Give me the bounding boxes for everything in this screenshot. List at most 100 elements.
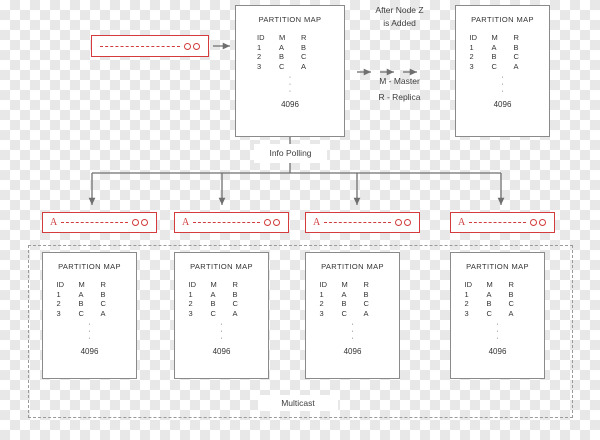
partition-map-col-master: M A B C [279, 33, 301, 71]
partition-map-table: ID 1 2 3 M A B C R B C A [456, 33, 549, 71]
partition-map-ellipsis: ··· [501, 72, 504, 95]
cell: C [363, 299, 369, 308]
cell: B [279, 52, 285, 61]
node-dash-line [193, 222, 260, 223]
cell: 3 [257, 61, 262, 71]
cell: C [491, 61, 497, 71]
col-header: R [232, 280, 238, 289]
cell: A [78, 289, 84, 299]
col-header: ID [464, 280, 473, 289]
multicast-label-bg [258, 395, 338, 411]
cell: 3 [319, 308, 324, 318]
col-header: M [210, 280, 217, 289]
node-dots-icon [132, 219, 148, 226]
col-header: M [491, 33, 498, 42]
col-header: R [508, 280, 514, 289]
info-polling-label: Info Polling [269, 148, 312, 158]
cell: C [508, 299, 514, 308]
cell: 2 [464, 299, 469, 308]
cell: C [301, 52, 307, 61]
cell: A [232, 308, 238, 318]
partition-map-table: ID 1 2 3 M A B C R B C A [236, 33, 344, 71]
partition-map-col-id: ID 1 2 3 [57, 280, 79, 318]
partition-map-title: PARTITION MAP [471, 15, 534, 24]
cell: B [78, 299, 84, 308]
cell: C [341, 308, 347, 318]
partition-map-ellipsis: ··· [88, 319, 91, 342]
partition-map-title: PARTITION MAP [321, 262, 384, 271]
cell: A [491, 42, 497, 52]
node-label: A [182, 217, 190, 228]
partition-map-col-replica: R B C A [514, 33, 536, 71]
cell: B [486, 299, 492, 308]
cell: A [508, 308, 514, 318]
col-header: R [363, 280, 369, 289]
node-dots-icon [530, 219, 546, 226]
cell: A [100, 308, 106, 318]
cell: A [341, 289, 347, 299]
node-label: A [313, 217, 321, 228]
partition-map-col-replica: R B C A [364, 280, 386, 318]
partition-map-title: PARTITION MAP [258, 15, 322, 24]
col-header: M [279, 33, 286, 42]
partition-map-col-master: M A B C [342, 280, 364, 318]
partition-map-col-id: ID 1 2 3 [257, 33, 279, 71]
bottom-node-bar-2: A [174, 212, 289, 233]
cell: C [232, 299, 238, 308]
partition-map-col-replica: R B C A [233, 280, 255, 318]
partition-map-col-master: M A B C [487, 280, 509, 318]
cell: B [491, 52, 497, 61]
partition-map-title: PARTITION MAP [466, 262, 529, 271]
partition-map-col-id: ID 1 2 3 [470, 33, 492, 71]
cell: C [486, 308, 492, 318]
partition-map-ellipsis: ··· [351, 319, 354, 342]
after-node-label-line2: is Added [383, 18, 416, 28]
cell: 2 [319, 299, 324, 308]
partition-map-last-row: 4096 [212, 347, 231, 356]
partition-map-ellipsis: ··· [288, 72, 292, 95]
cell: 2 [188, 299, 193, 308]
col-header: ID [56, 280, 65, 289]
cell: B [341, 299, 347, 308]
cell: A [210, 289, 216, 299]
node-label: A [50, 217, 58, 228]
cell: A [363, 308, 369, 318]
partition-map-col-id: ID 1 2 3 [465, 280, 487, 318]
cell: C [279, 61, 285, 71]
node-dots-icon [264, 219, 280, 226]
cell: B [513, 42, 519, 52]
cell: 1 [319, 289, 324, 299]
cell: 1 [464, 289, 469, 299]
partition-map-last-row: 4096 [281, 100, 299, 109]
partition-map-last-row: 4096 [488, 347, 507, 356]
bottom-partition-map-4: PARTITION MAP ID 1 2 3 M A B C R B C A ·… [450, 252, 545, 379]
cell: B [210, 299, 216, 308]
cell: 2 [257, 52, 262, 61]
partition-map-col-id: ID 1 2 3 [320, 280, 342, 318]
bottom-partition-map-1: PARTITION MAP ID 1 2 3 M A B C R B C A ·… [42, 252, 137, 379]
bottom-node-bar-3: A [305, 212, 420, 233]
bottom-node-bar-4: A [450, 212, 555, 233]
cell: C [513, 52, 519, 61]
legend-master: M - Master [379, 76, 420, 86]
partition-map-last-row: 4096 [493, 100, 512, 109]
col-header: ID [257, 33, 265, 42]
cell: 1 [56, 289, 61, 299]
cell: A [279, 42, 285, 52]
partition-map-col-replica: R B C A [509, 280, 531, 318]
node-dash-line [324, 222, 391, 223]
col-header: R [513, 33, 519, 42]
source-node-bar [91, 35, 209, 57]
partition-map-table: ID 1 2 3 M A B C R B C A [306, 280, 399, 318]
partition-map-last-row: 4096 [343, 347, 362, 356]
info-polling-label-bg [254, 144, 327, 163]
cell: C [210, 308, 216, 318]
after-node-label-line1: After Node Z [375, 5, 424, 15]
cell: 1 [188, 289, 193, 299]
cell: 2 [469, 52, 474, 61]
col-header: M [78, 280, 85, 289]
partition-map-col-master: M A B C [492, 33, 514, 71]
cell: 3 [188, 308, 193, 318]
cell: B [508, 289, 514, 299]
